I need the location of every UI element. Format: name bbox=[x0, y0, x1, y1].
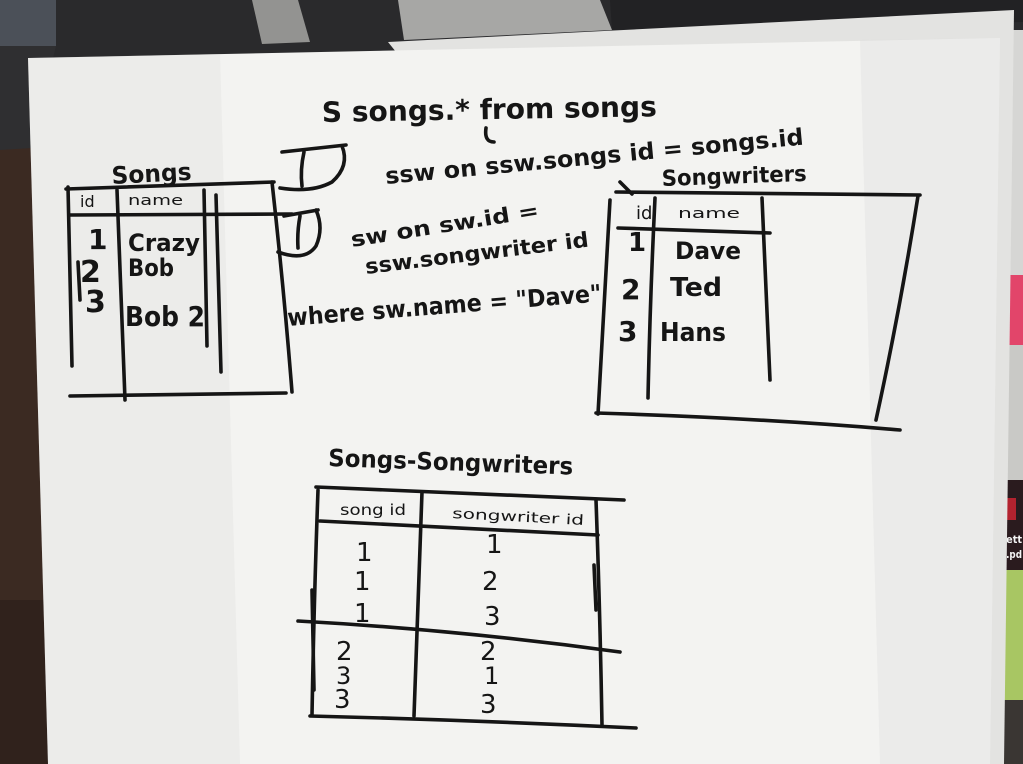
songs-row-3-id: 3 bbox=[85, 285, 106, 320]
songwriters-table-title: Songwriters bbox=[661, 162, 807, 192]
link-row-4-song-id: 2 bbox=[336, 637, 353, 667]
paper-shading-right bbox=[860, 38, 1000, 764]
songwriters-row-1-id: 1 bbox=[628, 228, 646, 258]
songs-row-2-name: Bob bbox=[128, 254, 174, 282]
link-row-4-songwriter-id: 2 bbox=[480, 637, 497, 667]
from-hook-mark bbox=[483, 126, 496, 144]
top-light-object bbox=[398, 0, 612, 40]
songs-row-2-id: 2 bbox=[80, 255, 101, 290]
link-row-3-songwriter-id: 3 bbox=[484, 602, 501, 632]
songs-row-1-name: Crazy bbox=[128, 229, 200, 257]
songs-table-title: Songs bbox=[111, 158, 192, 190]
songs-header-name: name bbox=[128, 193, 183, 209]
link-row-6-songwriter-id: 3 bbox=[480, 690, 497, 720]
songs-header-id: id bbox=[80, 192, 95, 211]
link-row-5-song-id: 3 bbox=[336, 662, 351, 690]
songs-songwriters-header-song-id: song id bbox=[340, 501, 406, 519]
paper-sheet bbox=[28, 38, 1000, 764]
link-row-6-song-id: 3 bbox=[334, 685, 351, 715]
link-row-1-songwriter-id: 1 bbox=[486, 530, 503, 560]
songwriters-row-2-name: Ted bbox=[670, 273, 722, 303]
join-marker-1-icon bbox=[278, 143, 348, 192]
songwriters-row-3-id: 3 bbox=[618, 315, 637, 348]
songwriters-header-name: name bbox=[678, 206, 740, 222]
songs-table-lines bbox=[64, 180, 294, 402]
songwriters-row-3-name: Hans bbox=[660, 318, 726, 348]
link-row-1-song-id: 1 bbox=[356, 538, 373, 568]
songs-row-3-name: Bob 2 bbox=[125, 300, 205, 333]
desk-shadow bbox=[0, 600, 48, 764]
paper-shading bbox=[28, 54, 240, 764]
link-row-2-songwriter-id: 2 bbox=[482, 567, 499, 597]
songs-songwriters-table-lines bbox=[296, 485, 638, 730]
songwriters-row-1-name: Dave bbox=[675, 237, 741, 265]
top-blurred-object bbox=[252, 0, 310, 44]
songwriters-header-id: id bbox=[636, 203, 652, 224]
songs-row-1-id: 1 bbox=[88, 223, 107, 256]
select-line: S songs.* from songs bbox=[322, 90, 658, 129]
songwriters-table-lines bbox=[594, 180, 922, 432]
link-row-2-song-id: 1 bbox=[354, 567, 371, 597]
link-row-3-song-id: 1 bbox=[354, 599, 371, 629]
link-row-5-songwriter-id: 1 bbox=[484, 662, 499, 690]
songwriters-row-2-id: 2 bbox=[621, 273, 640, 306]
songs-songwriters-header-songwriter-id: songwriter id bbox=[452, 506, 585, 529]
top-left-object bbox=[0, 0, 56, 46]
ink-lines bbox=[64, 126, 922, 730]
